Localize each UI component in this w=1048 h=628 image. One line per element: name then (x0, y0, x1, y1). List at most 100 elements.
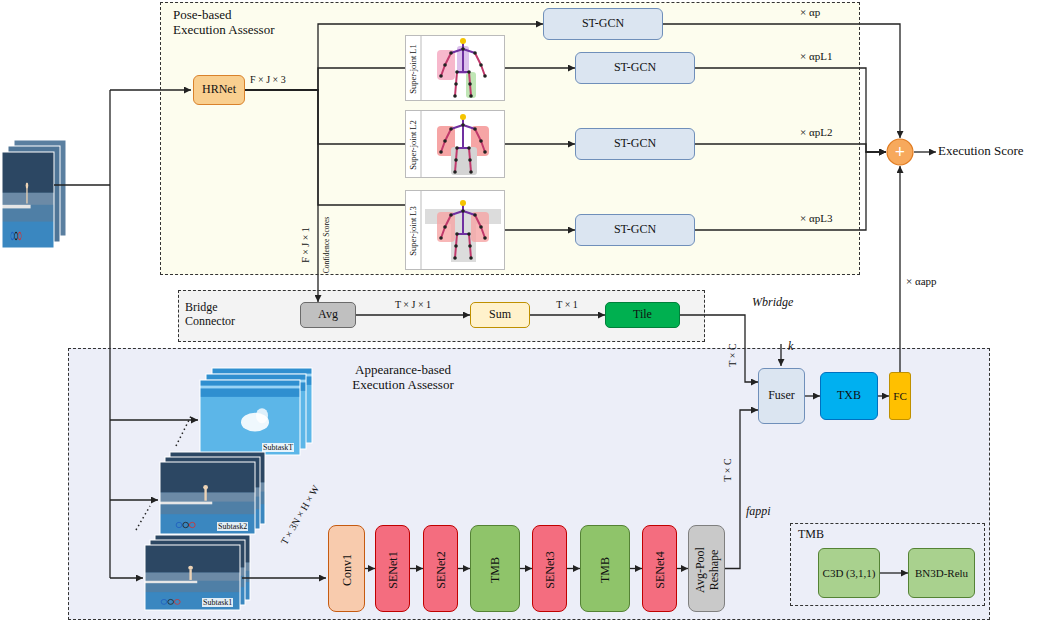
module-box: TXB (820, 372, 878, 420)
node-label: Tile (633, 308, 652, 322)
region-grounds-part (160, 2, 860, 275)
node-label: Avg-Pool Reshape (694, 530, 722, 609)
subtask-frames-part (160, 462, 255, 534)
node-label: SENet4 (654, 551, 668, 588)
edge-label: T × J × 1 (395, 299, 431, 311)
connector (410, 568, 423, 569)
subtask-frames-part (145, 545, 240, 610)
connector (880, 572, 908, 573)
node-label: Fuser (768, 389, 795, 403)
layout-arrows-part (109, 90, 110, 578)
dimension-label: Execution Score (938, 144, 1024, 159)
layer-box: SENet4 (642, 525, 677, 612)
module-box: Tile (605, 302, 680, 328)
edge-label: T × C (722, 458, 734, 481)
connector (677, 568, 688, 569)
connector (520, 568, 532, 569)
edge-label: × αapp (906, 275, 937, 288)
connector (530, 314, 605, 315)
region-box: Bridge Connector Avg Sum Tile (178, 290, 705, 342)
dimension-label: fappi (746, 505, 771, 519)
region-box: Appearance-based Execution AssessorConv1… (68, 348, 990, 620)
connector (245, 24, 543, 90)
layout-arrows-part (242, 577, 326, 578)
skeleton-illustrations-part (439, 200, 487, 260)
skeleton-illustrations-part (405, 35, 505, 101)
connector (725, 410, 758, 569)
dimension-label: Wbridge (752, 296, 793, 310)
node-label: SENet1 (387, 551, 401, 588)
connector (365, 568, 375, 569)
skeleton-panel: Super-joint L2 (405, 110, 505, 178)
subtask-frames-part (200, 380, 300, 455)
skeleton-illustrations-part (421, 110, 422, 178)
dimension-label: Subtask2 (217, 522, 248, 531)
layout-arrows-part (110, 419, 198, 420)
edge-label: × αp (800, 6, 820, 19)
node-label: Conv1 (341, 553, 355, 585)
module-box: ST-GCN (543, 8, 663, 40)
node-label: Super-joint L3 (409, 206, 419, 256)
skeleton-panel: Super-joint L1 (405, 35, 505, 101)
module-box: Fuser (758, 368, 805, 424)
node-label: ST-GCN (614, 61, 656, 75)
input-video-frames-part (2, 152, 54, 248)
connector (505, 143, 575, 144)
layout-arrows-part (110, 499, 158, 500)
node-label: TMB (489, 556, 503, 582)
node-label: C3D (3,1,1) (821, 567, 877, 580)
connector (245, 90, 318, 302)
skeleton-illustrations-part (421, 35, 422, 101)
module-box: ST-GCN (575, 214, 695, 246)
edge-label: × αpL3 (800, 212, 832, 225)
sum-circle: + (886, 138, 914, 166)
layer-box: TMB (470, 525, 520, 612)
region-title: Bridge Connector (185, 301, 247, 329)
connector (805, 395, 820, 396)
layer-box: SENet3 (532, 525, 567, 612)
connector (695, 144, 886, 152)
connector (567, 568, 580, 569)
connector (695, 68, 886, 152)
subtask-frames-part (145, 545, 240, 610)
region-title: Pose-based Execution Assessor (173, 8, 285, 38)
module-box: ST-GCN (575, 52, 695, 84)
skeleton-illustrations-part (439, 114, 487, 174)
node-label: Super-joint L1 (409, 44, 419, 94)
edge-label: T × C (727, 343, 739, 366)
module-box: C3D (3,1,1) (818, 548, 880, 598)
module-box: HRNet (193, 75, 245, 105)
node-label: + (895, 143, 905, 161)
dimension-label: k (788, 340, 793, 354)
dimension-label: SubtaskT (262, 443, 294, 452)
dimension-label: F × J × 1 (300, 227, 312, 263)
skeleton-illustrations-part (439, 38, 487, 98)
connector (630, 568, 642, 569)
connector (878, 395, 889, 396)
node-label: TXB (837, 389, 861, 403)
connector (245, 90, 405, 205)
layout-arrows-part (914, 151, 936, 152)
connector (245, 90, 405, 144)
node-label: Sum (489, 308, 511, 322)
sum-circle-outline (887, 139, 913, 165)
node-label: ST-GCN (614, 223, 656, 237)
connector (458, 568, 470, 569)
region-title: TMB (798, 528, 858, 542)
connector (245, 68, 405, 90)
module-box: Avg (300, 302, 356, 328)
region-box: Pose-based Execution AssessorHRNetSuper-… (160, 2, 860, 275)
node-label: ST-GCN (614, 137, 656, 151)
layer-box: SENet1 (375, 525, 410, 612)
subtask-frames-part (136, 506, 150, 530)
legend-inset: TMBC3D (3,1,1)BN3D-Relu (790, 523, 985, 606)
layer-box: TMB (580, 525, 630, 612)
skeleton-illustrations-part (405, 190, 505, 270)
node-label: ST-GCN (582, 17, 624, 31)
layout-arrows (54, 90, 936, 578)
connector (899, 166, 900, 372)
connector (356, 314, 470, 315)
connector (505, 229, 575, 230)
module-box: ST-GCN (575, 128, 695, 160)
module-box: Sum (470, 302, 530, 328)
